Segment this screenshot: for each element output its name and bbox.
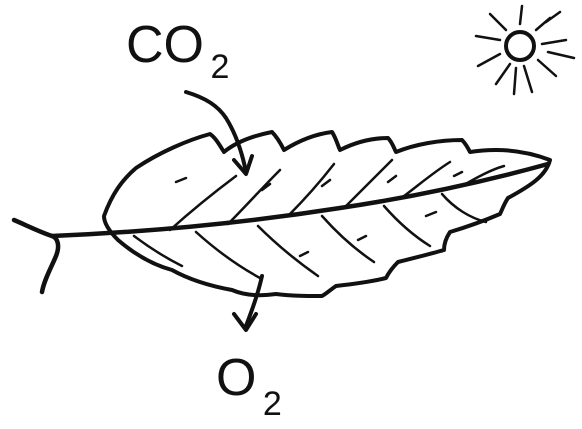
co2-label-subscript: 2 bbox=[210, 48, 229, 86]
o2-label-subscript: 2 bbox=[263, 385, 282, 423]
o2-arrow bbox=[234, 276, 262, 330]
co2-label: CO 2 bbox=[126, 16, 229, 86]
o2-label: O 2 bbox=[216, 349, 282, 423]
leaf-stem bbox=[14, 220, 58, 292]
leaf-veins-upper bbox=[170, 160, 504, 230]
co2-arrow bbox=[186, 92, 252, 174]
o2-label-main: O bbox=[216, 349, 256, 407]
leaf-outline bbox=[104, 132, 550, 296]
leaf-icon bbox=[14, 132, 550, 296]
sun-icon bbox=[476, 6, 574, 94]
leaf-veins-lower bbox=[134, 194, 486, 278]
co2-label-main: CO bbox=[126, 16, 204, 74]
